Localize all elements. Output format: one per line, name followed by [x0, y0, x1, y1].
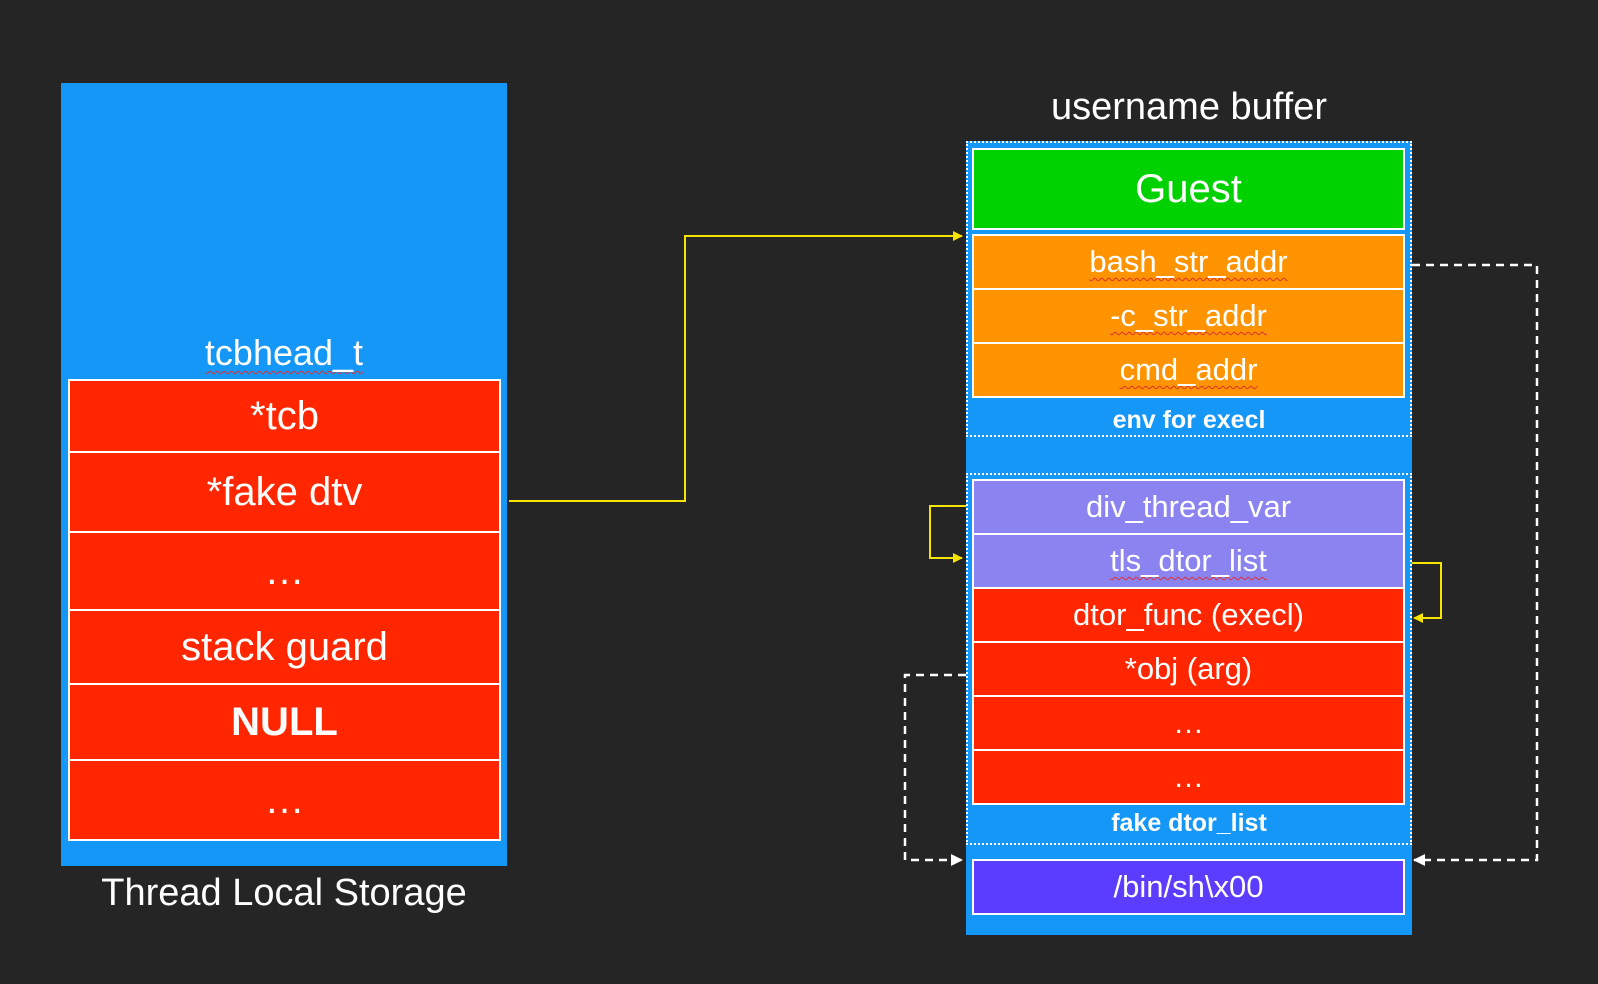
arrow-bash-to-binsh: [1412, 263, 1539, 866]
dtor-field-ellipsis-2: …: [972, 749, 1405, 805]
tls-caption: Thread Local Storage: [101, 872, 467, 914]
env-label: env for execl: [1112, 406, 1266, 434]
tls-field-stack-guard: stack guard: [68, 609, 501, 685]
dtor-region-border: [966, 473, 1412, 845]
env-field-cmd: cmd_addr: [972, 342, 1405, 398]
tcbhead-label: tcbhead_t: [204, 332, 364, 373]
arrow-div-to-tls-dtor: [929, 505, 966, 563]
arrow-tls-dtor-to-func: [1412, 562, 1442, 623]
arrow-obj-to-binsh: [903, 673, 966, 866]
env-field-bash: bash_str_addr: [972, 234, 1405, 290]
arrow-fake-dtv-to-buffer: [509, 231, 963, 502]
env-region-border: [966, 141, 1412, 437]
env-field-c: -c_str_addr: [972, 288, 1405, 344]
tls-field-null: NULL: [68, 683, 501, 761]
binsh-field: /bin/sh\x00: [972, 859, 1405, 915]
tls-field-ellipsis-2: …: [68, 759, 501, 841]
dtor-field-tls-dtor-list: tls_dtor_list: [972, 533, 1405, 589]
dtor-field-ellipsis-1: …: [972, 695, 1405, 751]
guest-field: Guest: [972, 148, 1405, 230]
buffer-title: username buffer: [1050, 86, 1328, 128]
dtor-label: fake dtor_list: [1111, 809, 1267, 837]
dtor-field-obj: *obj (arg): [972, 641, 1405, 697]
tls-field-fake-dtv: *fake dtv: [68, 451, 501, 533]
